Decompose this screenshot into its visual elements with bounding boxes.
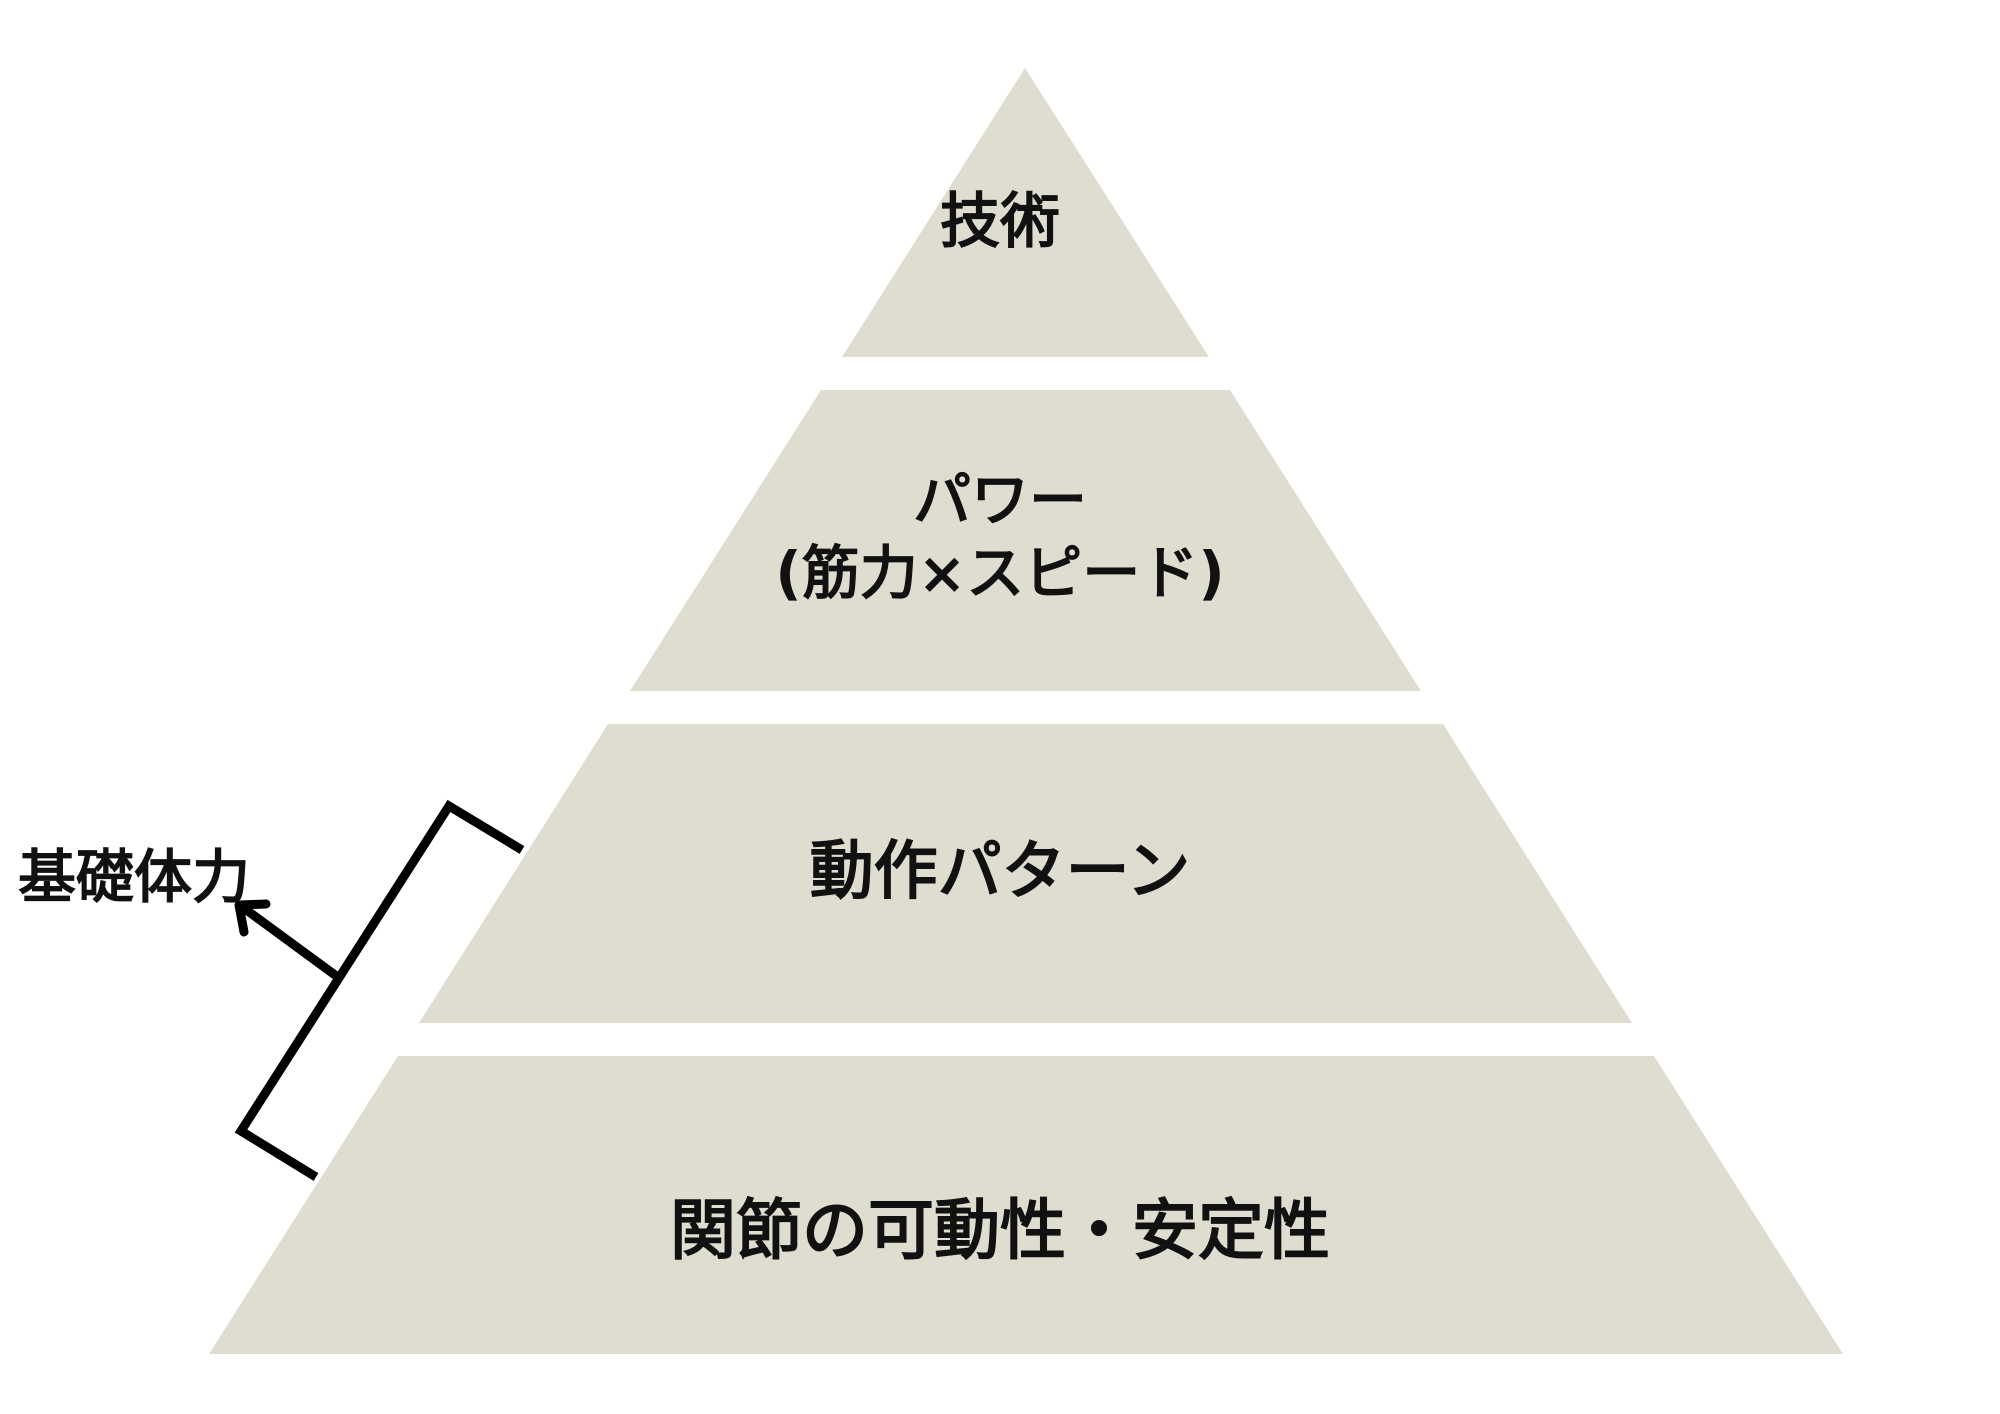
level-label-movement-pattern: 動作パターン (0, 832, 2000, 912)
level-label-line: パワー (912, 466, 1087, 534)
arrow-up-left-icon (234, 899, 340, 980)
level-label-line: 技術 (940, 187, 1060, 257)
level-label-joint-mobility: 関節の可動性・安定性 (0, 1190, 2000, 1273)
bracket-icon (234, 799, 525, 1181)
level-label-power: パワー (筋力×スピード) (0, 464, 2000, 609)
level-label-technique: 技術 (0, 185, 2000, 260)
pyramid-level-second (630, 390, 1421, 691)
pyramid-level-third (419, 724, 1632, 1023)
pyramid-level-top (842, 68, 1209, 357)
level-label-line: 関節の可動性・安定性 (670, 1192, 1330, 1269)
level-label-line: 動作パターン (809, 835, 1191, 909)
annotation-basic-fitness: 基礎体力 (18, 843, 251, 911)
level-label-line: (筋力×スピード) (775, 538, 1225, 607)
pyramid-level-bottom (209, 1056, 1843, 1354)
